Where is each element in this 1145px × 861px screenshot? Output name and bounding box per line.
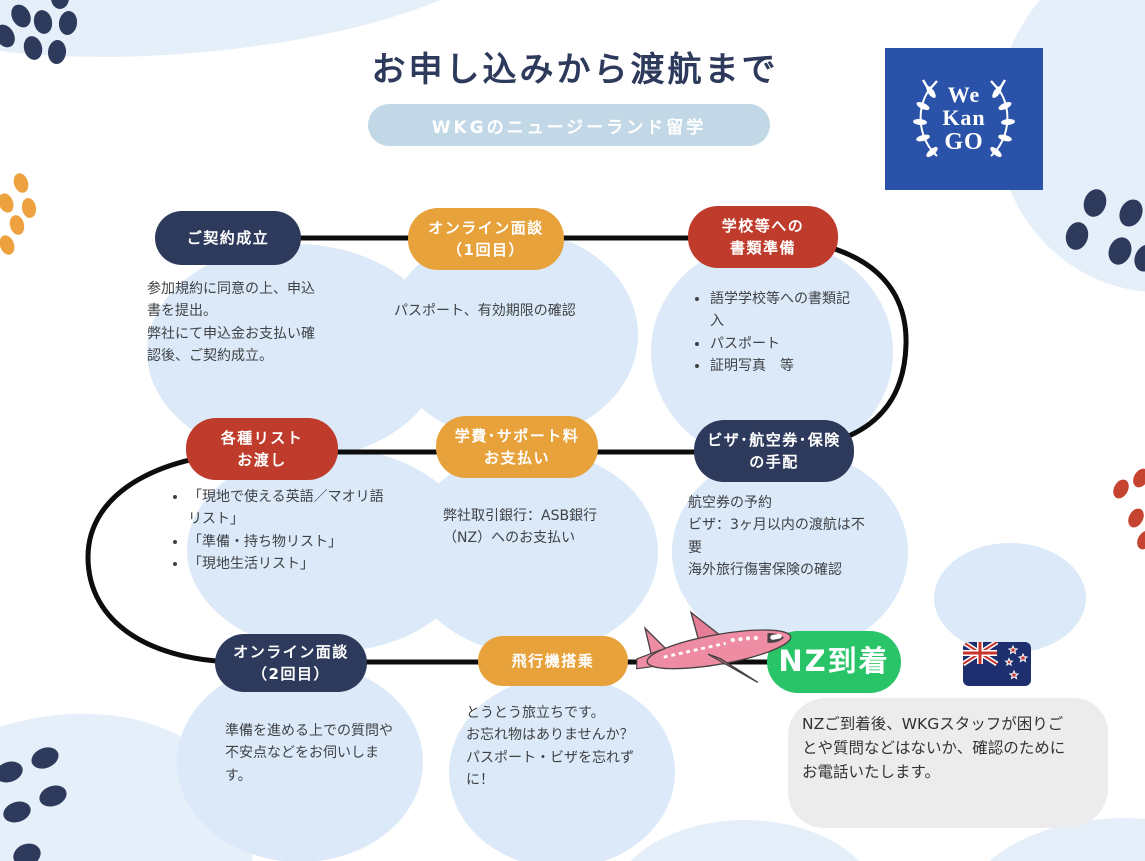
bullet-item: パスポート	[710, 333, 852, 355]
step-pill-visa-flight: ビザ･航空券･保険 の手配	[694, 420, 854, 482]
step-highlight-blobs	[147, 230, 1086, 861]
bullet-item: 証明写真 等	[710, 355, 852, 377]
step-bullets-lists: 「現地で使える英語／マオリ語リスト」 「準備・持ち物リスト」 「現地生活リスト」	[168, 486, 384, 576]
laurel-wreath-icon	[913, 79, 1015, 158]
step-body-interview-1: パスポート、有効期限の確認	[394, 303, 576, 319]
step-body-visa-flight: 航空券の予約 ビザ：3ヶ月以内の渡航は不要 海外旅行傷害保険の確認	[688, 495, 865, 579]
step-body-contract: 参加規約に同意の上、申込書を提出。 弊社にて申込金お支払い確認後、ご契約成立。	[147, 281, 315, 365]
step-pill-contract: ご契約成立	[155, 211, 301, 265]
step-pill-lists: 各種リスト お渡し	[186, 418, 338, 480]
logo-line-2: Kan	[942, 105, 986, 131]
bullet-item: 「現地で使える英語／マオリ語リスト」	[188, 486, 384, 531]
navy-dots-right	[1065, 189, 1145, 272]
airplane-icon	[636, 610, 792, 683]
arrival-note-text: NZご到着後、WKGスタッフが困りごとや質問などはないか、確認のためにお電話いた…	[802, 715, 1066, 782]
step-pill-interview-1: オンライン面談 （1回目）	[408, 208, 564, 270]
step-bullets-school-docs: 語学学校等への書類記入 パスポート 証明写真 等	[690, 288, 852, 378]
step-pill-interview-2: オンライン面談 （2回目）	[215, 634, 367, 692]
step-pill-nz-arrival: NZ到着	[767, 631, 901, 693]
step-body-interview-2: 準備を進める上での質問や不安点などをお伺いします。	[225, 723, 393, 784]
orange-dots-left	[0, 173, 37, 255]
arrival-note-blob	[788, 698, 1108, 828]
page-title: お申し込みから渡航まで	[371, 50, 779, 90]
step-pill-boarding: 飛行機搭乗	[478, 636, 628, 686]
logo-line-3: GO	[944, 128, 984, 155]
step-body-boarding: とうとう旅立ちです。 お忘れ物はありませんか？ パスポート・ビザを忘れずに！	[466, 705, 634, 789]
red-dots-right	[1113, 468, 1145, 550]
bullet-item: 「現地生活リスト」	[188, 553, 384, 575]
logo-line-1: We	[947, 82, 981, 108]
logo-text: We Kan GO	[942, 83, 985, 154]
step-pill-school-docs: 学校等への 書類準備	[688, 206, 838, 268]
nz-flag-icon	[963, 642, 1031, 686]
subtitle-pill: WKGのニュージーランド留学	[368, 104, 770, 146]
bullet-item: 「準備・持ち物リスト」	[188, 531, 384, 553]
step-body-payment: 弊社取引銀行：ASB銀行 （NZ）へのお支払い	[443, 508, 598, 547]
navy-dots-top-left	[0, 0, 78, 64]
bullet-item: 語学学校等への書類記入	[710, 288, 852, 333]
step-pill-payment: 学費･サポート料 お支払い	[436, 416, 598, 478]
wekango-logo: We Kan GO	[885, 48, 1043, 190]
